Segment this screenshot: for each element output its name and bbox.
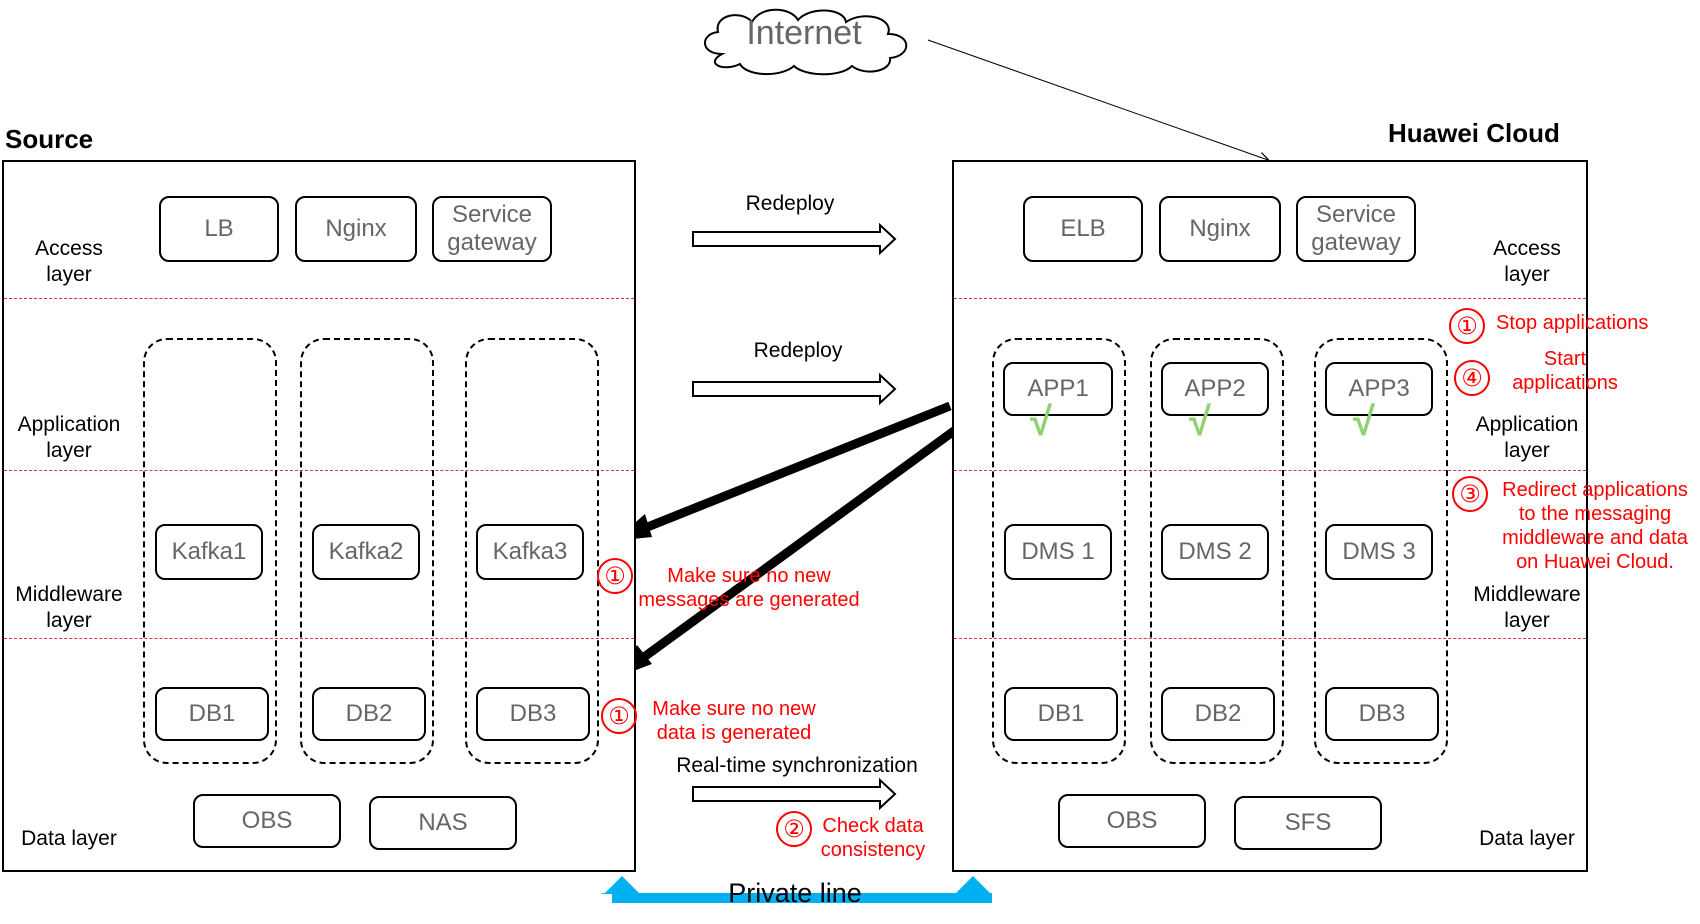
step-start-text: Start applications xyxy=(1512,348,1618,394)
cloud-middleware-layer-label: Middleware layer xyxy=(1473,583,1581,632)
step-stop-badge: ① xyxy=(1449,308,1485,344)
source-lb-node: LB xyxy=(159,196,279,262)
source-obs-node: OBS xyxy=(193,794,341,848)
source-db1-node: DB1 xyxy=(155,687,269,741)
app2-check-icon: √ xyxy=(1189,400,1211,444)
application-divider xyxy=(954,470,1586,471)
internet-link-arrow xyxy=(927,39,1268,160)
source-stack-group-1 xyxy=(143,338,277,764)
cloud-db3-node: DB3 xyxy=(1325,687,1439,741)
source-access-layer-label: Access layer xyxy=(35,237,103,286)
source-data-layer-label: Data layer xyxy=(21,827,117,850)
cloud-obs-node: OBS xyxy=(1058,794,1206,848)
access-divider xyxy=(4,298,634,299)
cloud-stack-group-3 xyxy=(1314,338,1448,764)
cloud-dms2-node: DMS 2 xyxy=(1161,524,1269,580)
source-middleware-layer-label: Middleware layer xyxy=(15,583,123,632)
cloud-stack-group-1 xyxy=(992,338,1126,764)
redeploy-app-arrow xyxy=(692,372,897,406)
step-start-badge: ④ xyxy=(1454,360,1490,396)
step-no-messages-text: Make sure no new messages are generated xyxy=(638,565,860,611)
source-panel: Access layer Application layer Middlewar… xyxy=(2,160,636,872)
source-db3-node: DB3 xyxy=(476,687,590,741)
source-stack-group-2 xyxy=(300,338,434,764)
cloud-sfs-node: SFS xyxy=(1234,796,1382,850)
step-redirect-badge: ③ xyxy=(1452,476,1488,512)
cloud-access-layer-label: Access layer xyxy=(1493,237,1561,286)
cloud-app2-node: APP2 xyxy=(1161,362,1269,416)
cloud-application-layer-label: Application layer xyxy=(1475,413,1579,462)
cloud-data-layer-label: Data layer xyxy=(1479,827,1575,850)
private-line-shape xyxy=(605,876,990,903)
realtime-sync-label: Real-time synchronization xyxy=(676,754,918,777)
step-check-badge: ② xyxy=(776,811,812,847)
private-line-label: Private line xyxy=(728,878,862,908)
step-redirect-text: Redirect applications to the messaging m… xyxy=(1502,479,1688,573)
application-divider xyxy=(4,470,634,471)
source-nginx-node: Nginx xyxy=(295,196,417,262)
step-no-data-badge: ① xyxy=(601,698,637,734)
step-stop-text: Stop applications xyxy=(1496,312,1649,334)
cloud-title: Huawei Cloud xyxy=(1388,118,1560,148)
step-no-data-text: Make sure no new data is generated xyxy=(652,698,816,744)
cloud-db1-node: DB1 xyxy=(1004,687,1118,741)
source-title: Source xyxy=(5,124,94,154)
app1-check-icon: √ xyxy=(1030,400,1052,444)
cloud-stack-group-2 xyxy=(1150,338,1284,764)
source-application-layer-label: Application layer xyxy=(17,413,121,462)
realtime-sync-arrow xyxy=(692,777,897,811)
middleware-divider xyxy=(4,638,634,639)
internet-label: Internet xyxy=(746,14,862,52)
cloud-elb-node: ELB xyxy=(1023,196,1143,262)
source-kafka1-node: Kafka1 xyxy=(155,524,263,580)
step-no-messages-badge: ① xyxy=(597,558,633,594)
source-service-gateway-node: Service gateway xyxy=(432,196,552,262)
redirect-kafka-arrow xyxy=(638,401,952,535)
cloud-service-gateway-node: Service gateway xyxy=(1296,196,1416,262)
source-kafka3-node: Kafka3 xyxy=(476,524,584,580)
app3-check-icon: √ xyxy=(1353,400,1375,444)
cloud-nginx-node: Nginx xyxy=(1159,196,1281,262)
cloud-db2-node: DB2 xyxy=(1161,687,1275,741)
cloud-app3-node: APP3 xyxy=(1325,362,1433,416)
redeploy-access-label: Redeploy xyxy=(745,192,835,215)
redeploy-app-label: Redeploy xyxy=(753,339,843,362)
source-nas-node: NAS xyxy=(369,796,517,850)
step-check-text: Check data consistency xyxy=(820,815,926,861)
source-db2-node: DB2 xyxy=(312,687,426,741)
cloud-app1-node: APP1 xyxy=(1003,362,1113,416)
internet-cloud-icon xyxy=(704,8,908,76)
redeploy-access-arrow xyxy=(692,222,897,256)
source-kafka2-node: Kafka2 xyxy=(312,524,420,580)
cloud-dms1-node: DMS 1 xyxy=(1004,524,1112,580)
source-stack-group-3 xyxy=(465,338,599,764)
cloud-panel: Access layer Application layer Middlewar… xyxy=(952,160,1588,872)
cloud-dms3-node: DMS 3 xyxy=(1325,524,1433,580)
middleware-divider xyxy=(954,638,1586,639)
access-divider xyxy=(954,298,1586,299)
redirect-db-arrow xyxy=(637,424,961,664)
